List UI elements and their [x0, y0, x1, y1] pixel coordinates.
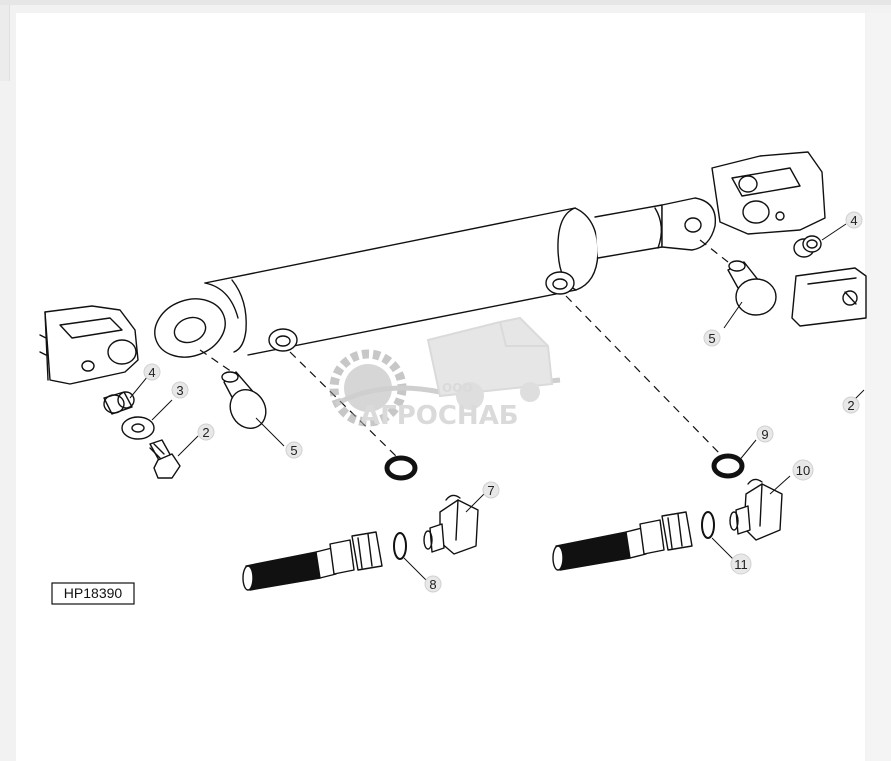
assembly-lines: [199, 239, 729, 459]
right-edge: [866, 13, 891, 761]
callout-9: 9: [761, 427, 768, 442]
figure-code-box: HP18390: [51, 582, 135, 605]
callout-8: 8: [429, 577, 436, 592]
hose-left: [242, 531, 383, 591]
o-ring-small-left: [393, 532, 407, 560]
elbow-fitting-right: [729, 478, 783, 541]
callout-2: 2: [202, 425, 209, 440]
callout-5: 5: [290, 443, 297, 458]
callout-11: 11: [734, 557, 748, 572]
bushing-right: [793, 235, 822, 258]
watermark-name: АГРОСНАБ: [360, 401, 519, 431]
pin-left: [221, 371, 267, 429]
cylinder-barrel: [154, 207, 599, 358]
pin-right: [727, 260, 777, 316]
left-bracket: [39, 305, 139, 385]
right-lower-bracket: [791, 267, 867, 327]
callout-10: 10: [796, 463, 810, 478]
o-ring-large-left: [384, 455, 418, 481]
hose-right: [552, 511, 693, 571]
callout-bubbles: [143, 211, 863, 593]
top-bar: [0, 0, 891, 5]
o-ring-large-right: [711, 453, 745, 479]
callout-3: 3: [176, 383, 183, 398]
piston-rod: [594, 197, 717, 259]
callout-4-right: 4: [850, 213, 857, 228]
bushing-left: [103, 391, 135, 415]
washer: [121, 416, 155, 440]
callout-7: 7: [487, 483, 494, 498]
watermark-prefix: ООО: [442, 381, 473, 395]
leader-lines: [129, 223, 865, 581]
callout-4: 4: [148, 365, 155, 380]
figure-code: HP18390: [64, 585, 123, 601]
o-ring-small-right: [701, 511, 715, 539]
watermark-logo: ООО АГРОСНАБ: [329, 316, 561, 431]
left-edge: [0, 5, 10, 81]
elbow-fitting-left: [423, 494, 479, 555]
callout-labels: 2 3 4 5 7 8 5 9 10 11 4 2: [148, 213, 857, 592]
right-upper-bracket: [711, 151, 826, 235]
callout-5-right: 5: [708, 331, 715, 346]
bolt: [149, 439, 181, 479]
callout-2-right: 2: [847, 398, 854, 413]
